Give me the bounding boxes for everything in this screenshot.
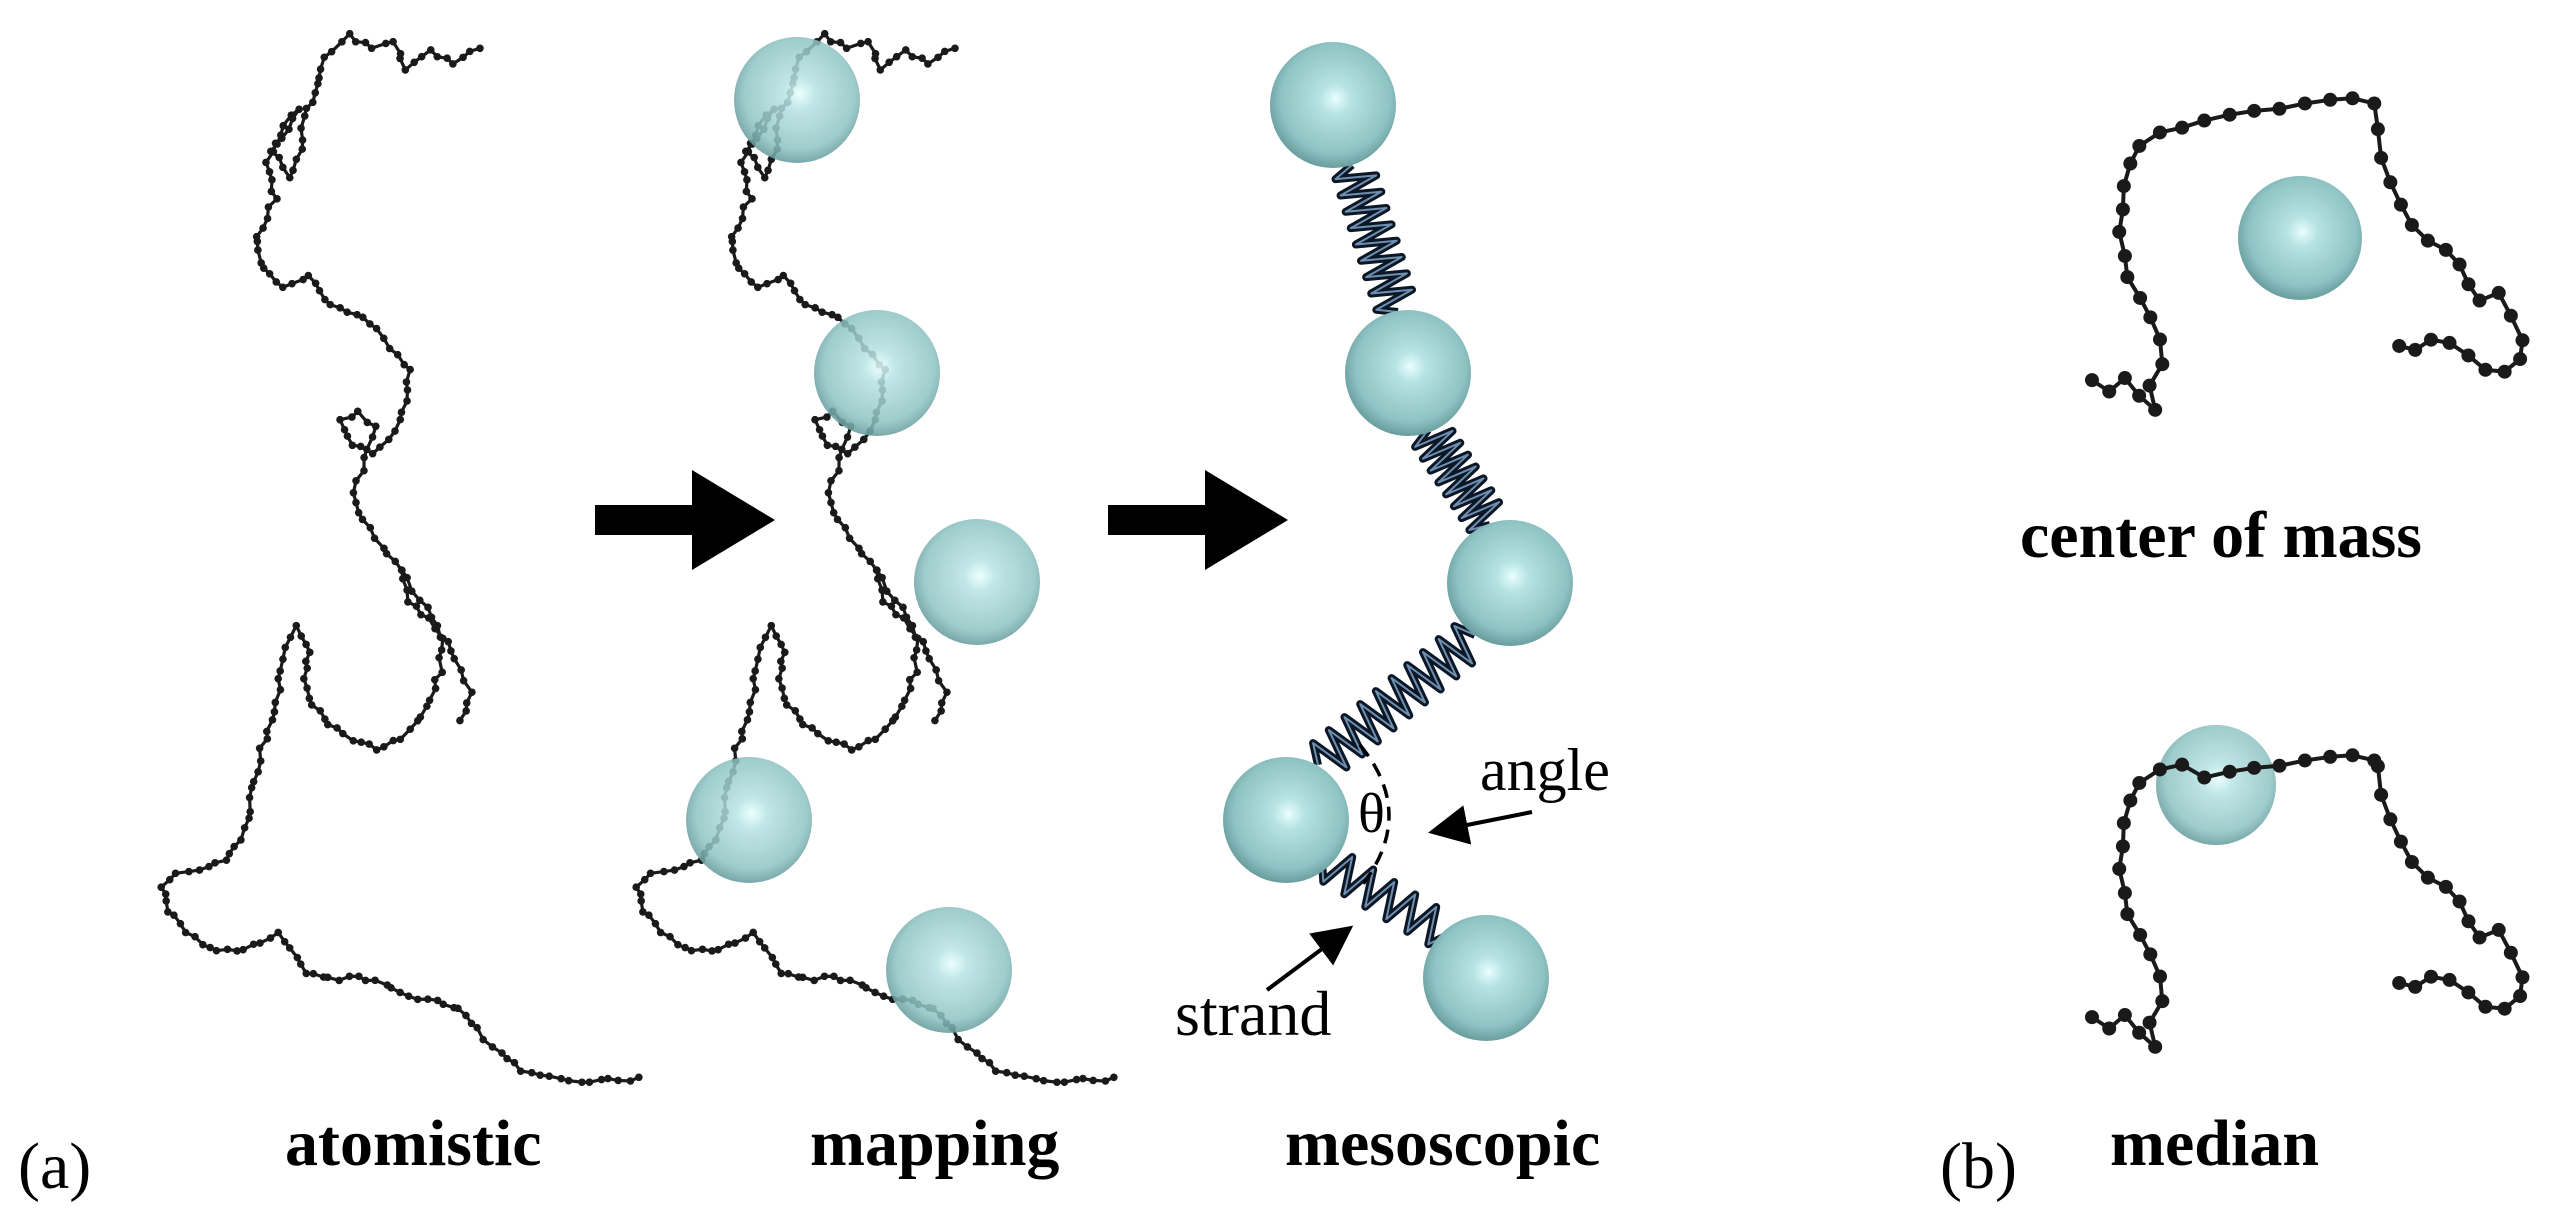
mesoscopic-springs — [1309, 161, 1503, 949]
center-of-mass-chain — [2084, 91, 2530, 417]
angle-label: angle — [1480, 737, 1610, 803]
median-chain — [2084, 748, 2530, 1054]
panel-a-tag: (a) — [18, 1130, 91, 1203]
mapping-bead — [914, 519, 1040, 645]
atomistic-chain — [157, 29, 643, 1087]
mapping-beads — [686, 37, 1040, 1033]
stage-label-mapping: mapping — [810, 1107, 1059, 1180]
strand-label: strand — [1175, 978, 1331, 1049]
mesoscopic-beads — [1223, 42, 1573, 1041]
transform-arrow-2 — [1108, 470, 1288, 570]
strand-arrow — [1265, 925, 1354, 992]
center-of-mass-bead — [2238, 176, 2362, 300]
angle-arrow — [1428, 805, 1533, 845]
theta-symbol: θ — [1358, 783, 1385, 845]
angle-arc — [1358, 743, 1391, 890]
variant-label-center-of-mass: center of mass — [2020, 499, 2422, 572]
stage-label-atomistic: atomistic — [285, 1107, 542, 1180]
mesoscopic-bead — [1447, 520, 1573, 646]
mapping-bead — [886, 907, 1012, 1033]
mapping-bead — [814, 310, 940, 436]
median-bead — [2156, 725, 2276, 845]
mapping-bead — [686, 757, 812, 883]
mesoscopic-bead — [1270, 42, 1396, 168]
transform-arrow-1 — [595, 470, 775, 570]
mesoscopic-bead — [1345, 310, 1471, 436]
variant-label-median: median — [2110, 1107, 2319, 1180]
strand-spring — [1318, 853, 1450, 949]
stage-label-mesoscopic: mesoscopic — [1285, 1107, 1600, 1180]
mesoscopic-bead — [1423, 915, 1549, 1041]
mesoscopic-bead — [1223, 757, 1349, 883]
mapping-bead — [734, 37, 860, 163]
panel-b-tag: (b) — [1940, 1130, 2017, 1203]
